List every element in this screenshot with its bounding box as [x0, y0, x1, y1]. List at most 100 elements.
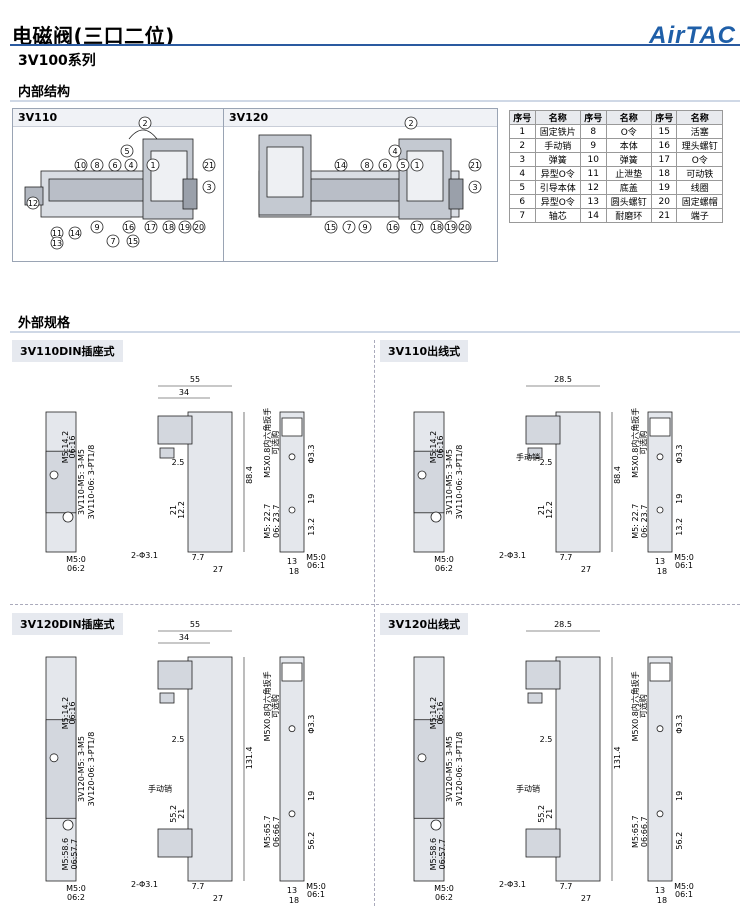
callout-number: 1 — [414, 161, 419, 170]
small-dim-m5-lower: M5:58.6 — [429, 838, 438, 871]
port-spec-m5: 3V120-M5: 3-M5 — [77, 736, 86, 802]
table-cell: 15 — [650, 124, 678, 139]
table-cell: 圆头螺钉 — [605, 194, 652, 209]
front-view — [413, 656, 445, 882]
callout-number: 5 — [400, 161, 405, 170]
small-dim-m5-lower: M5:58.6 — [61, 838, 70, 871]
callout-20: 20 — [458, 220, 472, 234]
callout-number: 16 — [124, 223, 134, 232]
table-cell: 14 — [579, 208, 607, 223]
external-horizontal-divider — [10, 604, 740, 606]
callout-number: 8 — [94, 161, 99, 170]
mid-dim-e: 27 — [213, 894, 223, 903]
callout-number: 11 — [52, 229, 62, 238]
right-dim-06: 06: 23.7 — [272, 505, 281, 538]
table-cell: 固定铁片 — [534, 124, 581, 139]
callout-4: 4 — [124, 158, 138, 172]
callout-2: 2 — [138, 116, 152, 130]
series-title: 3V100系列 — [18, 53, 96, 69]
section-external-heading: 外部规格 — [10, 311, 740, 333]
callout-13: 13 — [50, 236, 64, 250]
section-external-title: 外部规格 — [18, 316, 71, 331]
small-dim-m5: M5:14.2 — [61, 431, 70, 464]
hole-label: 2-Φ3.1 — [131, 880, 158, 889]
right-note-1: M5X0.8内六角扳手 — [262, 671, 272, 741]
callout-19: 19 — [444, 220, 458, 234]
parts-table-header-cell: 序号 — [650, 110, 678, 125]
callout-number: 19 — [180, 223, 190, 232]
right-note-1: M5X0.8内六角扳手 — [630, 671, 640, 741]
table-cell: 6 — [509, 194, 536, 209]
valve-3v120-section — [258, 134, 464, 220]
mid-dim-b: 12.2 — [545, 501, 554, 519]
front-view — [45, 411, 77, 553]
width-dim: 28.5 — [554, 375, 572, 384]
port-spec-06: 3V110-06: 3-PT1/8 — [87, 445, 96, 520]
callout-8: 8 — [360, 158, 374, 172]
table-cell: 8 — [579, 124, 607, 139]
callout-number: 3 — [206, 183, 211, 192]
callout-6: 6 — [378, 158, 392, 172]
callout-number: 7 — [110, 237, 115, 246]
small-dim-m5: M5:14.2 — [61, 697, 70, 730]
section-internal-heading: 内部结构 — [10, 80, 740, 102]
end-view — [647, 411, 673, 553]
callout-number: 18 — [432, 223, 442, 232]
bottom-port-06: 06:2 — [435, 893, 453, 902]
callout-number: 1 — [150, 161, 155, 170]
mid-dim-a: 2.5 — [540, 458, 553, 467]
external-panel-label: 3V110出线式 — [380, 340, 469, 362]
callout-19: 19 — [178, 220, 192, 234]
right-dim-18: 18 — [657, 896, 667, 905]
callout-9: 9 — [90, 220, 104, 234]
table-cell: 手动销 — [534, 138, 581, 153]
mid-dim-b: 12.2 — [177, 501, 186, 519]
right-note-2: 可选购 — [270, 431, 280, 455]
mid-dim-a: 2.5 — [540, 735, 553, 744]
callout-number: 19 — [446, 223, 456, 232]
external-panel-label: 3V110DIN插座式 — [12, 340, 123, 362]
right-dim-h: 56.2 — [307, 832, 316, 850]
port-spec-m5: 3V110-M5: 3-M5 — [77, 449, 86, 515]
table-cell: 理头螺钉 — [676, 138, 723, 153]
width-dim: 55 — [190, 375, 200, 384]
mid-dim-c: 55.2 — [169, 805, 178, 823]
right-dim-m5-0: M5:0 — [306, 882, 326, 891]
callout-number: 6 — [112, 161, 117, 170]
external-panel-label: 3V120DIN插座式 — [12, 613, 123, 635]
right-dim-13: 13 — [287, 557, 297, 566]
parts-table-header-cell: 序号 — [579, 110, 607, 125]
side-view — [525, 411, 601, 553]
right-dim-18: 18 — [289, 896, 299, 905]
callout-number: 3 — [472, 183, 477, 192]
callout-number: 18 — [164, 223, 174, 232]
right-dim-m5: M5: 22.7 — [263, 504, 272, 539]
callout-number: 15 — [128, 237, 138, 246]
mid-dim-d: 7.7 — [192, 553, 205, 562]
right-dim-13: 13 — [655, 557, 665, 566]
table-cell: 16 — [650, 138, 678, 153]
small-dim-06-lower: 06:57.7 — [438, 839, 447, 870]
table-cell: 底盖 — [605, 180, 652, 195]
section-internal-title: 内部结构 — [18, 85, 71, 100]
callout-9: 9 — [358, 220, 372, 234]
callout-number: 14 — [70, 229, 80, 238]
manual-override-label: 手动销 — [516, 783, 540, 793]
right-dim-h: 56.2 — [675, 832, 684, 850]
callout-number: 9 — [362, 223, 367, 232]
bottom-port-m5: M5:0 — [434, 555, 454, 564]
callout-2: 2 — [404, 116, 418, 130]
mid-dim-a: 2.5 — [172, 458, 185, 467]
table-cell: 异型O令 — [534, 194, 581, 209]
table-cell: 21 — [650, 208, 678, 223]
parts-table-header: 序号名称序号名称序号名称 — [509, 110, 723, 125]
height-dim: 88.4 — [245, 466, 254, 484]
